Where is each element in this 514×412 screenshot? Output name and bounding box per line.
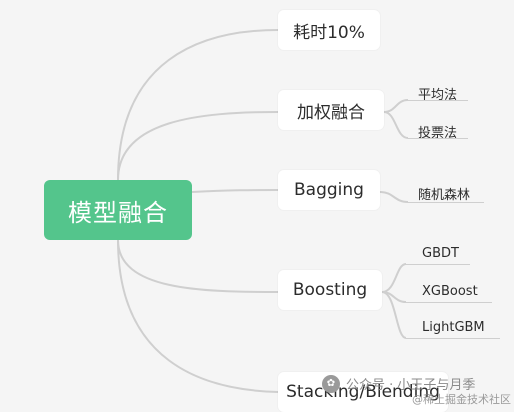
leaf-suiji[interactable]: 随机森林 — [418, 188, 471, 203]
link-root-boosting — [117, 239, 279, 293]
link-root-jiaquan — [117, 111, 279, 181]
branch-node-boosting[interactable]: Boosting — [278, 270, 382, 310]
branch-node-haoshi[interactable]: 耗时10% — [278, 10, 380, 50]
branch-label: Boosting — [292, 280, 368, 300]
link-jiaquan-toupiao — [383, 111, 409, 139]
leaf-underline — [406, 302, 492, 303]
leaf-toupiao[interactable]: 投票法 — [418, 126, 458, 141]
link-root-bagging — [191, 189, 279, 193]
link-jiaquan-pingjun — [383, 99, 409, 113]
link-boosting-lightgbm — [381, 291, 407, 339]
leaf-underline — [408, 138, 468, 139]
branch-node-stacking[interactable]: Stacking/Blending — [278, 372, 448, 412]
leaf-underline — [408, 202, 484, 203]
leaf-underline — [406, 264, 470, 265]
link-boosting-gbdt — [381, 263, 407, 293]
leaf-pingjun[interactable]: 平均法 — [418, 88, 458, 103]
link-root-stacking — [117, 239, 279, 393]
link-bagging-suiji — [379, 191, 409, 203]
watermark-text: 公众号 · 小王子与月季 — [346, 378, 476, 393]
link-root-haoshi — [117, 29, 279, 181]
leaf-underline — [408, 100, 468, 101]
leaf-underline — [406, 338, 500, 339]
wechat-icon: ✿ — [322, 374, 340, 393]
branch-label: Bagging — [294, 180, 364, 200]
watermark-site: @稀土掘金技术社区 — [412, 393, 511, 406]
branch-node-bagging[interactable]: Bagging — [278, 170, 380, 210]
leaf-gbdt[interactable]: GBDT — [422, 246, 459, 261]
leaf-lightgbm[interactable]: LightGBM — [422, 320, 485, 335]
branch-node-jiaquan[interactable]: 加权融合 — [278, 90, 384, 130]
watermark: ✿ 公众号 · 小王子与月季 — [322, 374, 475, 393]
branch-label: 耗时10% — [293, 22, 365, 43]
root-label: 模型融合 — [68, 198, 168, 227]
branch-label: 加权融合 — [297, 102, 365, 123]
leaf-xgboost[interactable]: XGBoost — [422, 284, 478, 299]
root-node[interactable]: 模型融合 — [44, 180, 192, 240]
